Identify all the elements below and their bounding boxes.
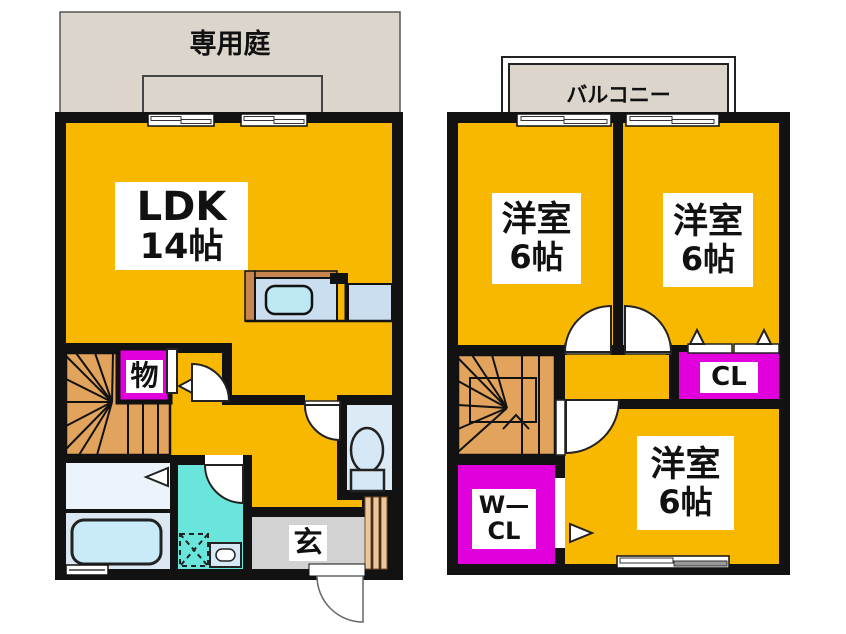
- sliding-window-icon: [147, 113, 215, 127]
- stairs-2f: [456, 353, 557, 457]
- washbasin-icon: [209, 542, 242, 568]
- door-arc-icon: [191, 362, 231, 402]
- garden-label: 専用庭: [189, 29, 271, 60]
- balcony-label: バルコニー: [566, 83, 671, 107]
- front-door: [308, 563, 366, 623]
- sliding-window-icon: [516, 113, 612, 127]
- toilet-icon: [349, 426, 386, 493]
- wcl-label: W— CL: [472, 489, 536, 549]
- door-triangle-icon: [569, 522, 595, 544]
- floor1-plan: [55, 11, 403, 623]
- floor2-plan: [447, 56, 790, 575]
- door-arc-icon: [624, 304, 673, 353]
- door-arc-icon: [563, 304, 612, 353]
- wood-deck-strips: [364, 496, 388, 570]
- bedroom3-label: 洋室 6帖: [637, 436, 734, 530]
- storage-label: 物: [126, 360, 163, 393]
- bathtub-icon: [70, 518, 163, 566]
- door-triangle-icon: [143, 466, 169, 488]
- kitchen-sink-icon: [264, 284, 314, 316]
- ldk-label: LDK 14帖: [115, 182, 248, 270]
- washing-machine-icon: [179, 533, 209, 567]
- door-arc-icon: [303, 404, 341, 442]
- private-garden-area: [59, 11, 401, 116]
- ldk-size: 14帖: [139, 226, 224, 267]
- stairs-1f: [64, 351, 172, 457]
- door-arc-icon: [565, 399, 621, 455]
- sliding-window-icon: [240, 113, 308, 127]
- entrance-label: 玄: [289, 525, 327, 561]
- kitchen-counter: [244, 270, 393, 323]
- bedroom1-label: 洋室 6帖: [492, 193, 581, 284]
- door-arc-icon: [203, 464, 244, 505]
- storage-door-leaf: [166, 348, 178, 394]
- bedroom2-label: 洋室 6帖: [663, 193, 753, 287]
- ldk-name: LDK: [136, 183, 227, 230]
- sliding-window-icon: [625, 113, 720, 127]
- window-icon: [65, 564, 109, 576]
- changing-room: [66, 463, 170, 510]
- sliding-window-icon: [616, 555, 730, 569]
- bifold-door-icon: [687, 327, 780, 354]
- closet-label: CL: [700, 362, 758, 393]
